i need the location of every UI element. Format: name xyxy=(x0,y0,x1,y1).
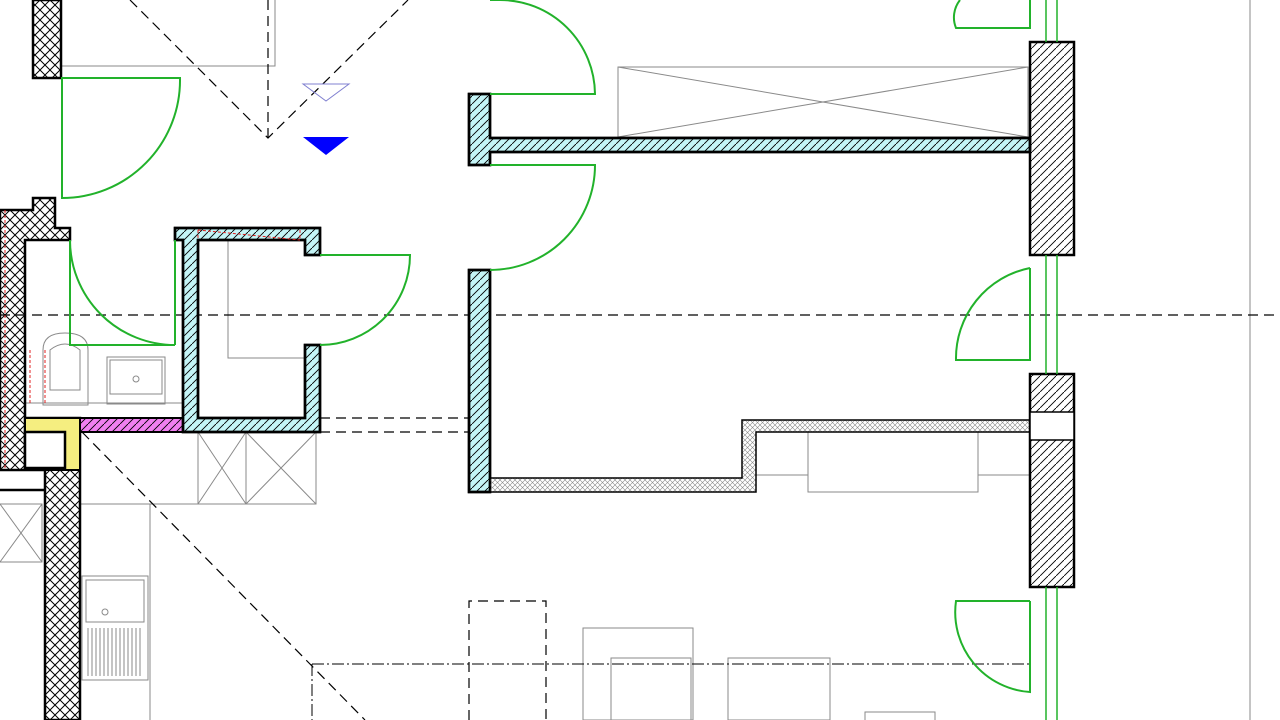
level-marker-icon[interactable] xyxy=(303,137,349,155)
door-swing-icon xyxy=(61,0,1031,694)
window-lines xyxy=(1045,0,1058,720)
existing-masonry-walls xyxy=(0,0,82,720)
level-marker-icon xyxy=(301,83,351,102)
pier-opening xyxy=(1029,411,1075,441)
piers xyxy=(1028,40,1076,589)
toilet-icon xyxy=(25,332,183,406)
shaft xyxy=(23,430,67,470)
furniture-outlines xyxy=(0,0,1251,720)
sink-icon xyxy=(106,356,166,405)
wall-magenta-hatch xyxy=(80,418,183,432)
axis-line xyxy=(311,663,1030,720)
demolition-marks xyxy=(4,210,301,470)
light-partition xyxy=(489,419,1031,493)
stove-icon xyxy=(81,575,149,681)
new-walls xyxy=(173,92,1032,494)
